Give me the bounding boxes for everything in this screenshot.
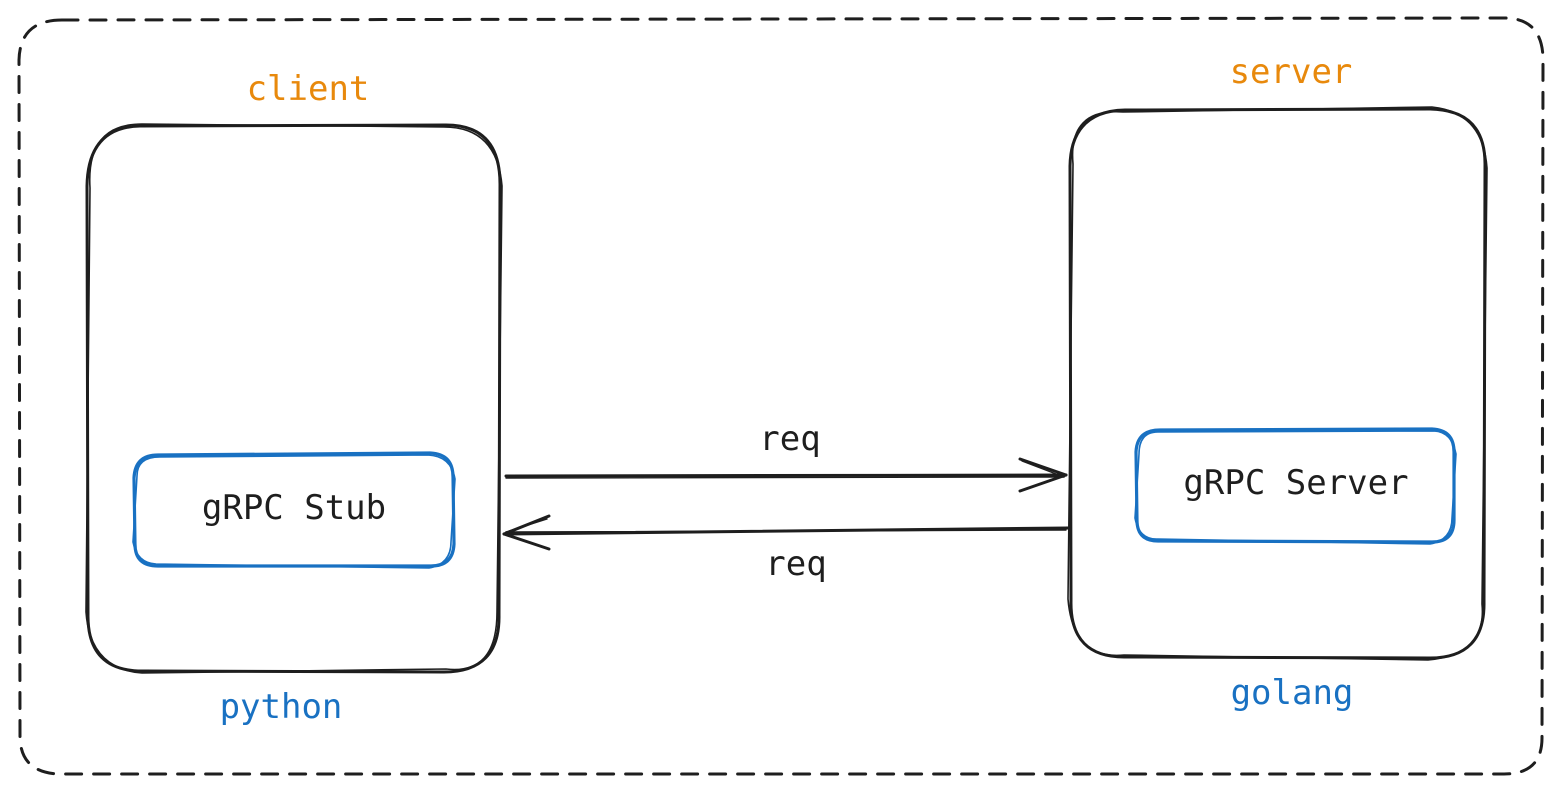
grpc-stub-box [132,451,456,569]
grpc-stub-label: gRPC Stub [201,488,387,528]
client-title: client [246,69,370,109]
request-arrow [504,457,1068,493]
system-boundary [17,16,1545,776]
request-arrow-label: req [759,419,821,459]
client-box [85,123,503,674]
response-arrow-label: req [765,544,827,584]
server-language-label: golang [1230,673,1354,713]
server-box [1067,106,1488,661]
response-arrow [502,514,1070,551]
server-title: server [1229,52,1353,92]
grpc-server-label: gRPC Server [1183,463,1409,503]
grpc-server-box [1134,427,1457,545]
client-language-label: python [219,687,343,727]
